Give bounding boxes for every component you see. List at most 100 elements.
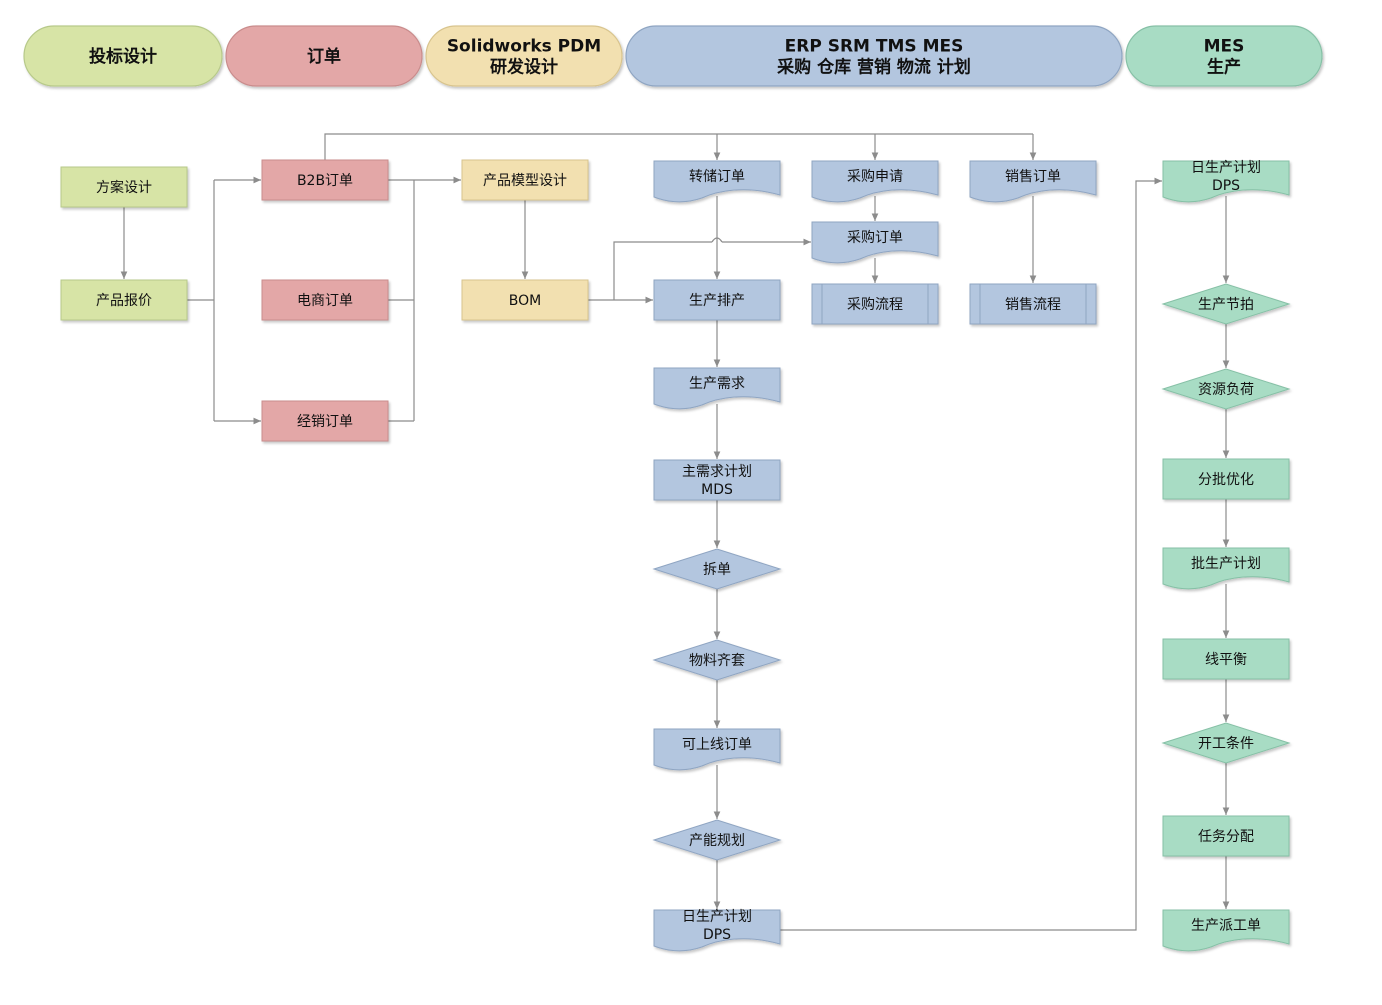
node-label: 生产需求 (689, 376, 745, 392)
process-box (60, 166, 188, 208)
process-box (1162, 638, 1290, 680)
process-box (653, 279, 781, 321)
header-label: ERP SRM TMS MES (785, 37, 964, 57)
node-label: 产品模型设计 (483, 173, 567, 189)
node-label: 拆单 (703, 562, 731, 578)
process-box (261, 400, 389, 442)
document-shape (653, 909, 781, 952)
node-label: 任务分配 (1198, 829, 1254, 845)
node-label: 主需求计划 (682, 464, 752, 480)
node-qitao: 物料齐套 (652, 639, 782, 681)
header-pill (425, 25, 623, 87)
decision-diamond (652, 548, 782, 590)
process-box (461, 279, 589, 321)
node-label: 物料齐套 (689, 653, 745, 669)
node-label: 销售流程 (1005, 297, 1061, 313)
node-label: 可上线订单 (682, 737, 752, 753)
node-xuqiu: 生产需求 (653, 367, 781, 410)
process-box (261, 159, 389, 201)
decision-diamond (1161, 283, 1291, 325)
node-label: 产品报价 (96, 293, 152, 309)
node-mds: 主需求计划 MDS (653, 459, 781, 501)
node-label: 电商订单 (297, 293, 353, 309)
flow-nodes: 方案设计产品报价B2B订单电商订单经销订单产品模型设计BOM转储订单采购申请销售… (60, 159, 1291, 952)
node-baojia: 产品报价 (60, 279, 188, 321)
process-box (1162, 815, 1290, 857)
node-youhua: 分批优化 (1162, 458, 1290, 500)
header-label: 投标设计 (89, 46, 157, 67)
node-label: 生产派工单 (1191, 918, 1261, 934)
document-shape (1162, 909, 1290, 952)
node-kaigong: 开工条件 (1161, 722, 1291, 764)
node-b2b: B2B订单 (261, 159, 389, 201)
node-label: MDS (701, 482, 733, 498)
document-shape (811, 221, 939, 264)
header-label: 研发设计 (490, 57, 558, 78)
document-shape (1162, 160, 1290, 203)
node-xiaoshou_lc: 销售流程 (969, 283, 1097, 325)
header-pill (225, 25, 423, 87)
node-paigong: 生产派工单 (1162, 909, 1290, 952)
document-shape (653, 367, 781, 410)
connector (780, 177, 1162, 931)
decision-diamond (1161, 722, 1291, 764)
node-label: 线平衡 (1205, 652, 1247, 668)
header-label: 采购 仓库 营销 物流 计划 (776, 57, 971, 78)
document-shape (1162, 547, 1290, 590)
node-channeng: 产能规划 (652, 819, 782, 861)
process-box (461, 159, 589, 201)
node-label: 开工条件 (1198, 735, 1254, 752)
node-label: 资源负荷 (1198, 382, 1254, 398)
node-bom: BOM (461, 279, 589, 321)
process-box (261, 279, 389, 321)
connector (324, 133, 1033, 160)
node-fangan: 方案设计 (60, 166, 188, 208)
document-shape (811, 160, 939, 203)
process-box (653, 459, 781, 501)
node-label: DPS (703, 927, 731, 943)
node-jiepai: 生产节拍 (1161, 283, 1291, 325)
node-caigou_sq: 采购申请 (811, 160, 939, 203)
node-label: 生产节拍 (1198, 297, 1254, 313)
header-band: 投标设计订单Solidworks PDM研发设计ERP SRM TMS MES采… (23, 25, 1323, 87)
node-label: 销售订单 (1005, 169, 1061, 185)
connector-lines (120, 133, 1230, 931)
decision-diamond (652, 819, 782, 861)
node-chaidan: 拆单 (652, 548, 782, 590)
node-label: 采购订单 (847, 230, 903, 246)
node-label: BOM (509, 293, 541, 309)
header-pill (1125, 25, 1323, 87)
node-label: 采购流程 (847, 297, 903, 313)
connector (613, 241, 712, 300)
node-label: 生产排产 (689, 293, 745, 309)
node-label: 分批优化 (1198, 472, 1254, 488)
header-h1: 投标设计 (23, 25, 223, 87)
document-shape (969, 160, 1097, 203)
node-jingxiao: 经销订单 (261, 400, 389, 442)
node-xiaoshou_dd: 销售订单 (969, 160, 1097, 203)
node-moxing: 产品模型设计 (461, 159, 589, 201)
node-label: 产能规划 (689, 833, 745, 849)
node-label: 日生产计划 (1191, 160, 1261, 176)
node-label: B2B订单 (297, 173, 353, 189)
node-shangxian: 可上线订单 (653, 728, 781, 771)
node-fenpei: 任务分配 (1162, 815, 1290, 857)
header-pill (625, 25, 1123, 87)
node-dianshang: 电商订单 (261, 279, 389, 321)
node-label: 方案设计 (96, 179, 152, 196)
node-paichan: 生产排产 (653, 279, 781, 321)
node-pijihua: 批生产计划 (1162, 547, 1290, 590)
process-box (1162, 458, 1290, 500)
predefined-process-box (811, 283, 939, 325)
document-shape (653, 160, 781, 203)
decision-diamond (1161, 368, 1291, 410)
document-shape (653, 728, 781, 771)
node-label: 日生产计划 (682, 909, 752, 925)
header-label: MES (1204, 37, 1245, 57)
node-fuhe: 资源负荷 (1161, 368, 1291, 410)
header-label: Solidworks PDM (447, 37, 601, 57)
